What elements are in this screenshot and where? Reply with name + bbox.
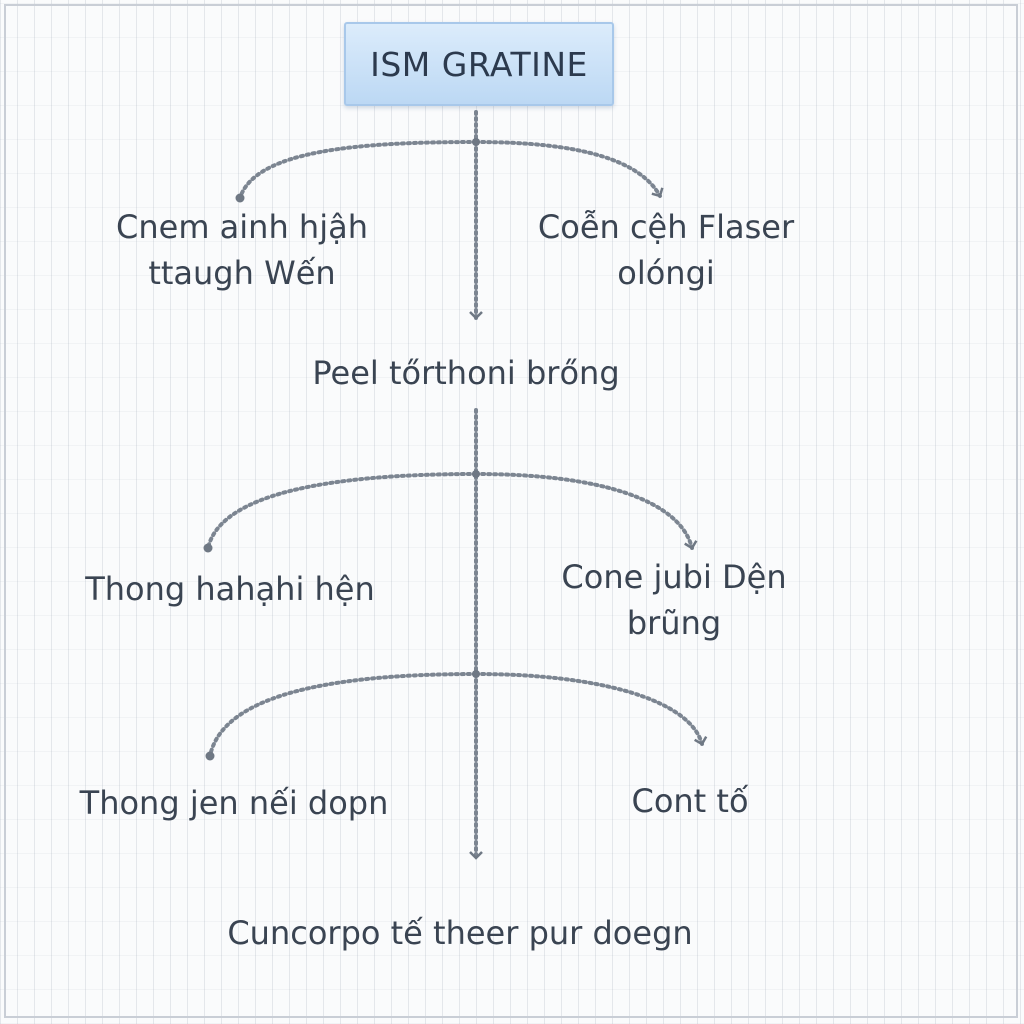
- node-center-1: Peel tőrthoni brőng: [312, 350, 619, 396]
- node-left-1: Cnem ainh hjậh ttaugh Wến: [116, 204, 368, 296]
- branch-arc-right-3: [474, 672, 708, 746]
- branch-end-dot: [203, 543, 213, 553]
- node-left-3: Thong jen nếi dopn: [80, 780, 389, 826]
- junction-dot: [472, 138, 480, 146]
- node-right-3: Cont tố: [631, 778, 748, 824]
- title-label: ISM GRATINE: [370, 44, 588, 84]
- node-left-1-line-2: ttaugh Wến: [148, 254, 336, 292]
- node-right-1: Coễn cệh Flaser olóngi: [538, 204, 794, 296]
- branch-arc-right-1: [474, 140, 664, 198]
- branch-arc-left-2: [206, 472, 478, 550]
- branch-end-dot: [205, 751, 215, 761]
- junction-dot: [472, 470, 480, 478]
- node-left-2-label: Thong hahạhi hện: [85, 570, 375, 608]
- node-right-2-line-1: Cone jubi Dện: [561, 558, 787, 596]
- branch-arc-left-1: [238, 140, 478, 200]
- node-center-1-label: Peel tőrthoni brőng: [312, 354, 620, 392]
- diagram-frame: [4, 4, 1018, 1018]
- node-left-3-label: Thong jen nếi dopn: [79, 784, 389, 822]
- node-right-2-line-2: brũng: [626, 604, 722, 642]
- node-bottom-label: Cuncorpo tế theer pur doegn: [227, 914, 693, 952]
- node-right-2: Cone jubi Dện brũng: [561, 554, 786, 646]
- node-right-1-line-2: olóngi: [617, 254, 715, 292]
- node-left-1-line-1: Cnem ainh hjậh: [116, 208, 368, 246]
- node-bottom: Cuncorpo tế theer pur doegn: [227, 910, 692, 956]
- node-left-2: Thong hahạhi hện: [85, 566, 375, 612]
- junction-dot: [472, 670, 480, 678]
- branch-end-dot: [235, 193, 245, 203]
- branch-arc-right-2: [474, 472, 698, 550]
- branch-arc-left-3: [208, 672, 478, 758]
- node-right-1-line-1: Coễn cệh Flaser: [537, 208, 795, 246]
- title-node: ISM GRATINE: [344, 22, 614, 106]
- node-right-3-label: Cont tố: [631, 782, 749, 820]
